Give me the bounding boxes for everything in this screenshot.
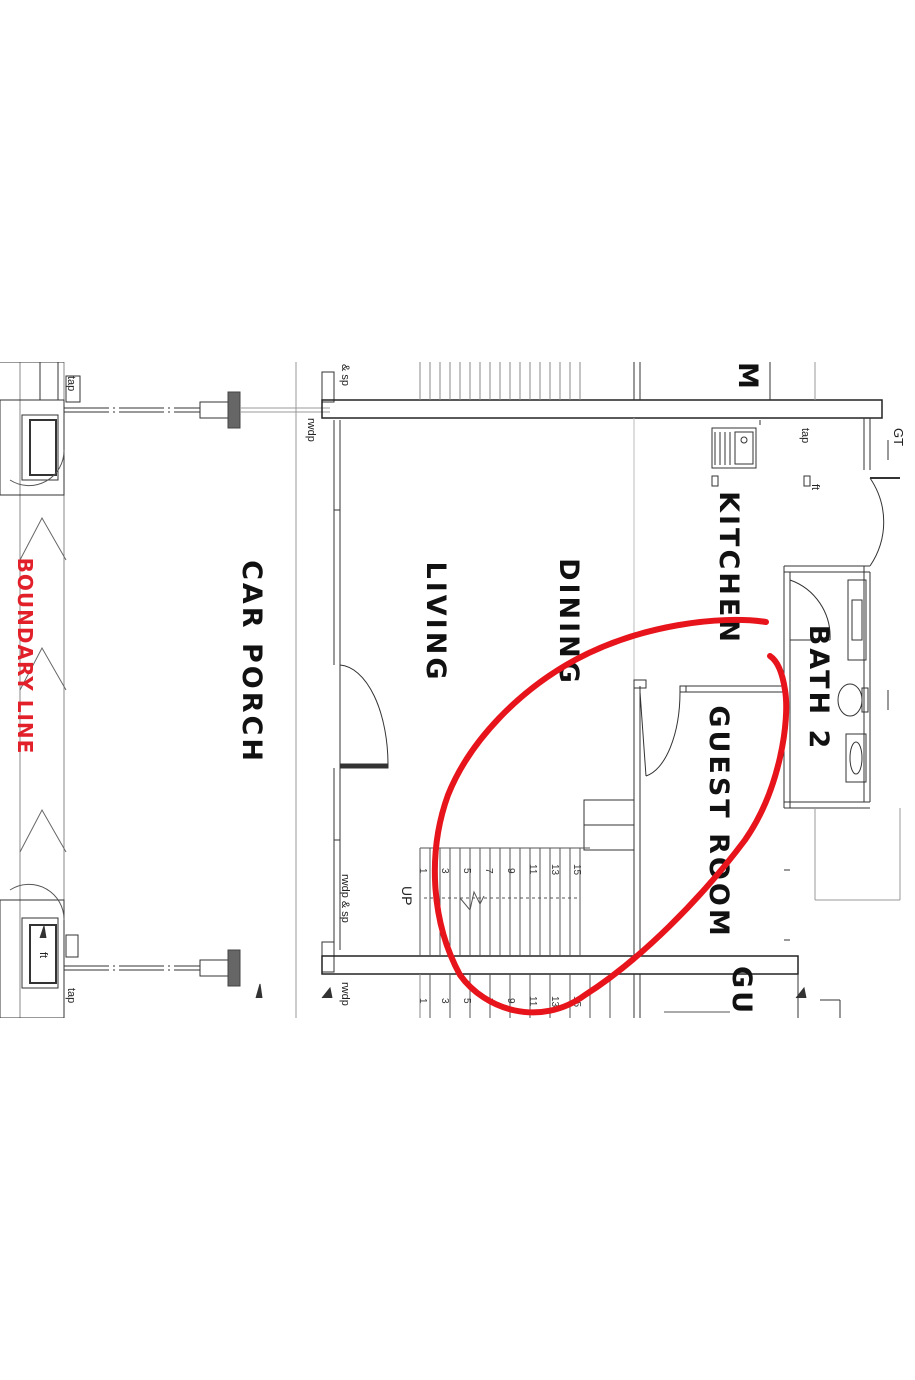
- room-label-car-porch: CAR PORCH: [236, 560, 267, 764]
- stair-number: 9: [505, 868, 516, 874]
- note-sp-top: & sp: [339, 364, 351, 386]
- stair-block: [419, 799, 635, 1018]
- top-wall: [321, 362, 883, 470]
- boundary-line-label: BOUNDARY LINE: [13, 558, 37, 755]
- note-gt: GT: [891, 428, 906, 446]
- stair-number: 3: [439, 998, 450, 1004]
- gate-rails: [64, 391, 330, 987]
- note-up: UP: [399, 886, 415, 905]
- room-label-partial-gu: GU: [726, 966, 757, 1016]
- bath-2-walls: [783, 565, 901, 941]
- room-label-guest-room: GUEST ROOM: [703, 705, 734, 938]
- bottom-wall: [321, 955, 841, 1018]
- stair-number: 11: [527, 996, 538, 1007]
- markup-circle: [431, 616, 790, 1016]
- stair-number: 7: [483, 868, 494, 874]
- side-door: [863, 440, 900, 575]
- note-tap-left-bottom: tap: [65, 988, 77, 1003]
- note-tap-kitchen: tap: [799, 428, 811, 443]
- boundary-strip: [0, 362, 81, 1018]
- room-label-bath-2: BATH 2: [803, 625, 834, 752]
- room-label-living: LIVING: [420, 562, 451, 683]
- stair-number: 11: [527, 864, 538, 875]
- stair-numbers-top: 1 3 5 7 9 11 13 15: [417, 864, 582, 876]
- note-ft-left: ft: [37, 952, 49, 958]
- stair-number: 5: [461, 998, 472, 1004]
- annotations: tap tap ft & sp rwdp rwdp & sp rwdp tap …: [37, 364, 906, 1006]
- stair-number: 15: [571, 864, 582, 876]
- note-rwdp-sp: rwdp & sp: [339, 874, 351, 923]
- kitchen-sink: [711, 427, 811, 487]
- front-wall: [321, 371, 389, 973]
- stair-number: 13: [549, 864, 560, 876]
- note-ft-kitchen: ft: [809, 484, 821, 490]
- room-labels: CAR PORCH LIVING DINING KITCHEN GUEST RO…: [236, 362, 834, 1016]
- stair-number: 1: [417, 998, 428, 1004]
- note-tap-left-top: tap: [65, 376, 77, 391]
- stair-number: 13: [549, 996, 560, 1008]
- room-label-partial-m: M: [732, 362, 763, 392]
- stair-number: 1: [417, 868, 428, 874]
- stair-number: 3: [439, 868, 450, 874]
- note-rwdp-bottom: rwdp: [339, 982, 351, 1006]
- stair-number: 5: [461, 868, 472, 874]
- note-rwdp-top: rwdp: [305, 418, 317, 442]
- stair-number: 9: [505, 998, 516, 1004]
